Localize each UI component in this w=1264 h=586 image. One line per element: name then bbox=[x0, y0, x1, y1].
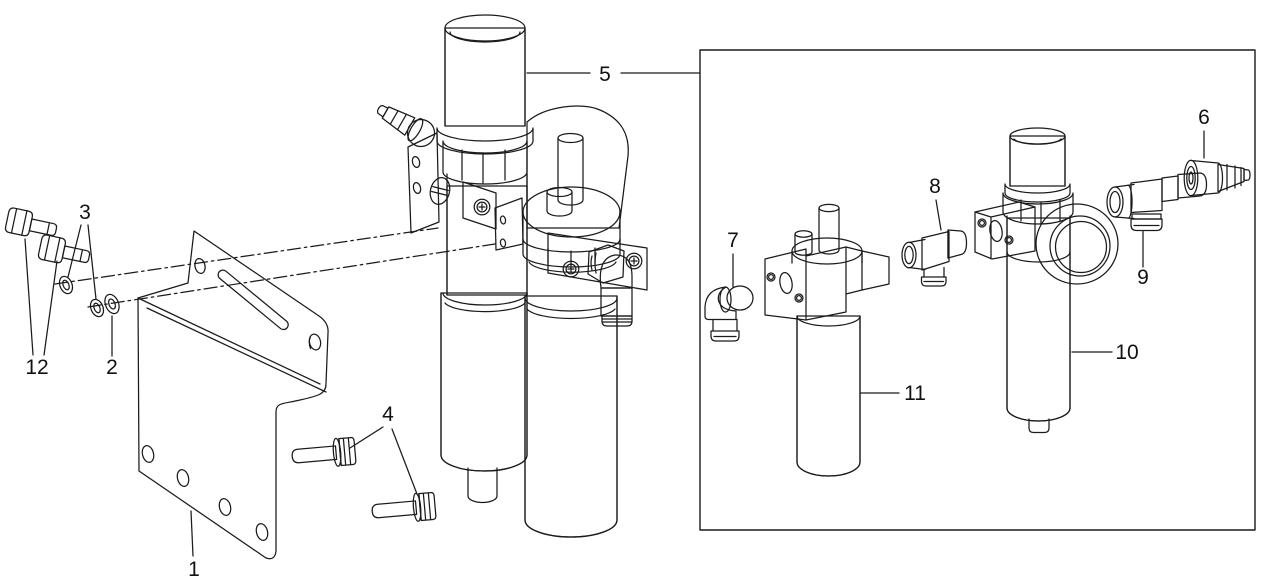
callout-labels: 1 2 3 4 5 6 7 8 9 10 11 12 bbox=[25, 63, 1210, 581]
callout-10: 10 bbox=[1115, 341, 1138, 364]
hex-bolt-upper bbox=[4, 207, 58, 237]
regulator-body bbox=[442, 173, 528, 313]
callout-8: 8 bbox=[929, 175, 941, 198]
leader-lines bbox=[24, 72, 1205, 557]
regulator-mount-plate bbox=[407, 132, 440, 234]
callout-9: 9 bbox=[1137, 266, 1149, 289]
filter-bowl bbox=[440, 292, 528, 504]
callout-6: 6 bbox=[1198, 106, 1210, 129]
socket-bolt-upper bbox=[291, 436, 357, 467]
lubricator-unit bbox=[764, 203, 890, 477]
lubricator-head bbox=[522, 132, 621, 273]
pressure-gauge bbox=[1035, 203, 1119, 285]
lubricator-bowl bbox=[524, 295, 618, 538]
callout-4: 4 bbox=[382, 403, 394, 426]
filter-regulator-unit bbox=[974, 127, 1119, 434]
detail-box bbox=[699, 49, 1256, 531]
lock-washer-a bbox=[58, 275, 74, 295]
slotted-screw bbox=[429, 177, 451, 205]
mounting-bracket bbox=[137, 230, 329, 560]
callout-11: 11 bbox=[904, 382, 926, 405]
regulator-collar bbox=[436, 127, 534, 185]
centerlines bbox=[54, 227, 496, 308]
inlet-barb-fitting bbox=[376, 104, 436, 148]
frl-assembly bbox=[376, 14, 648, 538]
elbow-fitting bbox=[704, 285, 754, 342]
hose-barb-fitting bbox=[1183, 159, 1251, 197]
regulator-cap bbox=[444, 14, 526, 127]
regulator-clamp-plate bbox=[462, 181, 497, 230]
callout-3: 3 bbox=[79, 201, 91, 224]
frl-housing bbox=[526, 105, 629, 229]
socket-bolt-lower bbox=[371, 491, 437, 522]
hex-bolt-lower bbox=[37, 234, 91, 264]
tee-fitting-small bbox=[901, 229, 968, 287]
callout-7: 7 bbox=[727, 229, 739, 252]
callout-1: 1 bbox=[188, 558, 200, 581]
callout-2: 2 bbox=[106, 356, 118, 379]
lubricator-clamp bbox=[494, 197, 648, 291]
callout-12: 12 bbox=[25, 356, 48, 379]
lock-washer-b bbox=[89, 298, 105, 318]
callout-5: 5 bbox=[599, 63, 611, 86]
outlet-elbow-fitting bbox=[587, 244, 633, 327]
tee-fitting-large bbox=[1106, 172, 1208, 232]
